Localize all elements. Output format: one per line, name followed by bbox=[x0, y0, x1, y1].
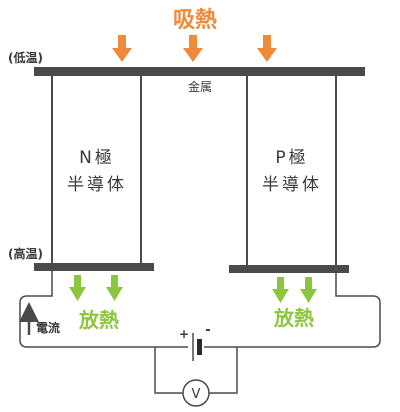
release-arrow-icon bbox=[69, 275, 86, 301]
voltmeter-wire-right bbox=[209, 347, 238, 394]
p-type-semiconductor: P極 半導体 bbox=[246, 76, 337, 265]
battery-minus-label: - bbox=[205, 323, 210, 338]
battery-icon bbox=[192, 333, 202, 361]
absorb-arrow-icon bbox=[257, 35, 277, 62]
metal-label: 金属 bbox=[188, 79, 212, 94]
release-arrow-icon bbox=[272, 277, 289, 303]
current-label: 電流 bbox=[36, 320, 60, 335]
p-type-title: P極 bbox=[275, 148, 308, 168]
top-metal-plate bbox=[34, 67, 365, 76]
bottom-left-metal-plate bbox=[34, 263, 154, 271]
battery-plus-label: + bbox=[179, 327, 189, 341]
high-temp-label: (高温) bbox=[8, 246, 43, 261]
release-arrow-icon bbox=[300, 277, 317, 303]
low-temp-label: (低温) bbox=[8, 50, 43, 65]
p-type-subtitle: 半導体 bbox=[262, 175, 322, 195]
release-arrow-icon bbox=[106, 275, 123, 301]
bottom-right-metal-plate bbox=[229, 265, 349, 273]
release-heat-arrows-left bbox=[69, 275, 123, 301]
release-heat-arrows-right bbox=[272, 277, 317, 303]
n-type-semiconductor: N極 半導体 bbox=[51, 76, 142, 263]
absorb-heat-label: 吸熱 bbox=[173, 7, 217, 33]
absorb-arrow-icon bbox=[183, 35, 203, 62]
n-type-title: N極 bbox=[79, 148, 115, 168]
release-heat-label-right: 放熱 bbox=[273, 306, 314, 330]
absorb-arrow-icon bbox=[112, 35, 132, 62]
release-heat-label-left: 放熱 bbox=[78, 308, 119, 332]
absorb-heat-arrows bbox=[112, 35, 277, 62]
circuit-wire-right bbox=[204, 273, 381, 348]
n-type-subtitle: 半導体 bbox=[67, 175, 127, 195]
voltmeter-wire-left bbox=[154, 347, 183, 394]
voltmeter-label: V bbox=[192, 387, 201, 402]
voltmeter-icon bbox=[182, 379, 210, 407]
